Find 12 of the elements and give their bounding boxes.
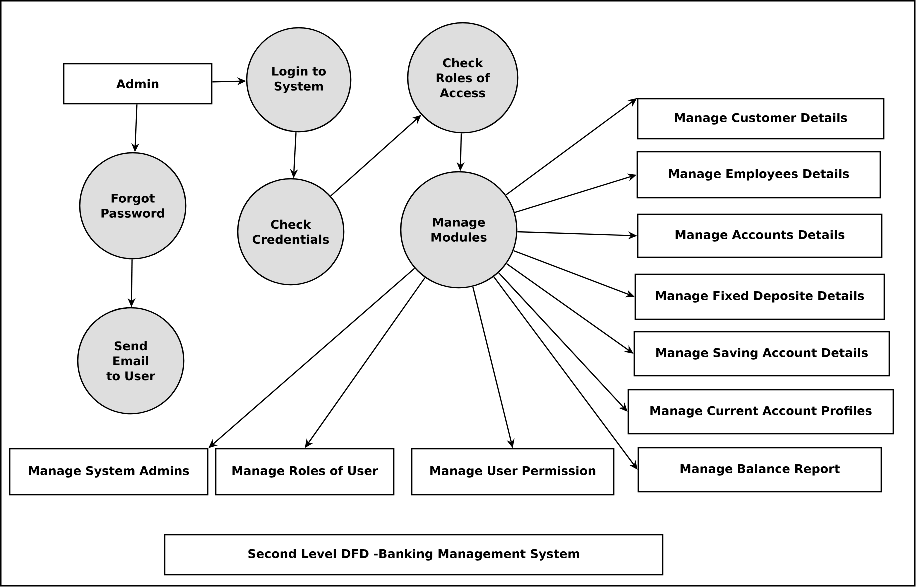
entity-box: Manage Roles of User — [215, 448, 395, 496]
entity-box: Manage Saving Account Details — [634, 331, 890, 377]
entity-box: Manage Accounts Details — [637, 214, 883, 258]
title-box: Second Level DFD -Banking Management System — [164, 534, 664, 576]
entity-box: Manage Balance Report — [638, 447, 882, 493]
entity-box: Manage Current Account Profiles — [628, 389, 894, 435]
entity-box: Admin — [63, 63, 213, 105]
entity-box: Manage User Permission — [411, 448, 615, 496]
entity-box: Manage System Admins — [9, 448, 209, 496]
entity-box: Manage Employees Details — [636, 151, 882, 199]
entity-box: Manage Customer Details — [637, 98, 885, 140]
entity-box: Manage Fixed Deposite Details — [634, 274, 886, 320]
